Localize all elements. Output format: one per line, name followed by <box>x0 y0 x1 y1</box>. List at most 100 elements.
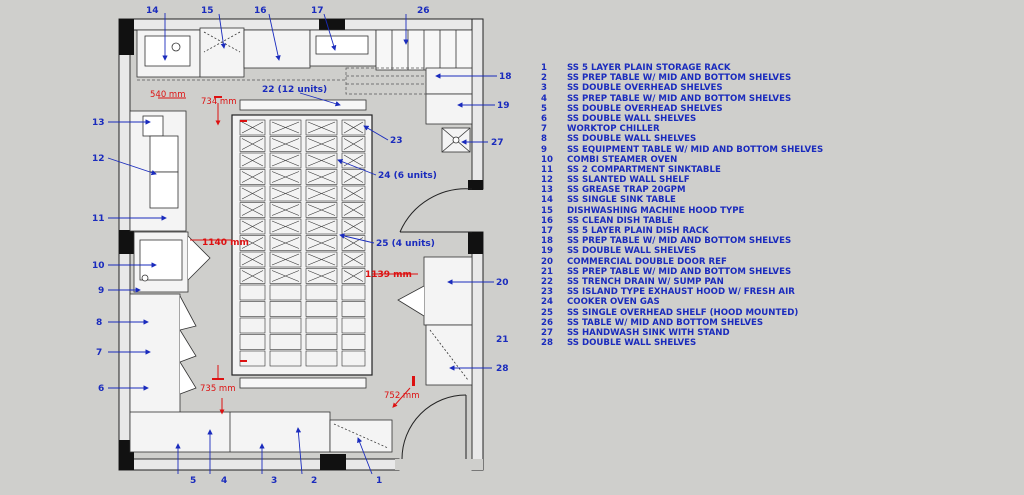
legend-item-label: SS SINGLE OVERHEAD SHELF (HOOD MOUNTED) <box>567 307 799 318</box>
callout-2: 2 <box>311 476 317 486</box>
callout-14: 14 <box>146 6 159 16</box>
burner-cell <box>305 136 338 152</box>
legend-item-label: COOKER OVEN GAS <box>567 297 660 308</box>
dim-1139: 1139 mm <box>365 270 412 280</box>
burner-grate <box>271 237 300 249</box>
legend-item-number: 22 <box>541 276 553 287</box>
legend-item-label: SS DOUBLE OVERHEAD SHELVES <box>567 83 723 94</box>
burner-cell <box>269 185 302 202</box>
structural-columns <box>119 19 483 470</box>
legend-item-number: 9 <box>541 144 547 155</box>
burner-cell <box>269 334 302 350</box>
legend-item-number: 10 <box>541 154 553 165</box>
burner-cell <box>341 235 366 251</box>
legend-item-number: 11 <box>541 164 553 175</box>
burner-cell <box>341 202 366 218</box>
legend-item-number: 6 <box>541 113 547 124</box>
burner-grate <box>307 171 336 183</box>
burner-cell <box>305 251 338 268</box>
burner-grate <box>343 121 364 134</box>
dim-1140: 1140 mm <box>202 238 249 248</box>
burner-cell <box>341 284 366 301</box>
dim-735: 735 mm <box>200 384 236 394</box>
callout-10: 10 <box>92 261 105 271</box>
callout-4: 4 <box>221 476 227 486</box>
dimension-lines <box>158 97 418 415</box>
burner-cell <box>305 119 338 136</box>
legend-item-number: 2 <box>541 73 547 84</box>
burner-cell <box>341 169 366 185</box>
burner-grate <box>241 187 264 200</box>
right-side-equipment <box>397 256 473 386</box>
legend-item-label: SS SLANTED WALL SHELF <box>567 175 690 186</box>
burner-cell <box>239 235 266 251</box>
burner-cell <box>239 284 266 301</box>
burner-cell <box>239 251 266 268</box>
burner-grate <box>271 270 300 282</box>
dimension-labels: 540 mm 734 mm 1140 mm 1139 mm 735 mm 752… <box>150 90 420 401</box>
callout-15: 15 <box>201 6 214 16</box>
legend-item-label: SS SINGLE SINK TABLE <box>567 195 676 206</box>
burner-grate <box>271 253 300 266</box>
burner-cell <box>269 136 302 152</box>
burner-cell <box>341 218 366 235</box>
callout-28: 28 <box>496 364 509 374</box>
callout-11: 11 <box>92 214 105 224</box>
door-swings <box>399 188 473 460</box>
burner-cell <box>239 334 266 350</box>
burner-grate <box>241 121 264 134</box>
legend-item-number: 8 <box>541 134 547 145</box>
legend-item-number: 27 <box>541 327 553 338</box>
burner-cell <box>341 334 366 350</box>
legend-item-label: SS PREP TABLE W/ MID AND BOTTOM SHELVES <box>567 73 792 84</box>
callout-27: 27 <box>491 138 504 148</box>
legend-item: 10 COMBI STEAMER OVEN <box>541 155 1011 165</box>
burner-cell <box>239 185 266 202</box>
burner-grate <box>307 138 336 150</box>
legend-item-label: SS EQUIPMENT TABLE W/ MID AND BOTTOM SHE… <box>567 144 824 155</box>
burner-grate <box>343 138 364 150</box>
legend-item-label: SS GREASE TRAP 20GPM <box>567 185 686 196</box>
legend-item: 11 SS 2 COMPARTMENT SINKTABLE <box>541 165 1011 175</box>
burner-cell <box>269 284 302 301</box>
burner-grate <box>307 121 336 134</box>
legend-item-label: SS CLEAN DISH TABLE <box>567 215 673 226</box>
legend-item-label: SS 2 COMPARTMENT SINKTABLE <box>567 164 721 175</box>
burner-grate <box>343 154 364 167</box>
legend-item-label: COMBI STEAMER OVEN <box>567 154 678 165</box>
burner-grate <box>343 270 364 282</box>
burner-grate <box>271 187 300 200</box>
legend-item-number: 26 <box>541 317 553 328</box>
burner-grate <box>343 204 364 216</box>
burner-grate <box>343 253 364 266</box>
callout-21: 21 <box>496 335 509 345</box>
burner-grate <box>307 204 336 216</box>
legend-item-label: WORKTOP CHILLER <box>567 124 660 135</box>
legend-item-number: 1 <box>541 63 547 73</box>
overhead-shelf-hatch <box>137 67 427 95</box>
dimension-ticks <box>212 96 415 386</box>
burner-grate <box>241 220 264 233</box>
callout-13: 13 <box>92 118 105 128</box>
burner-cell <box>341 251 366 268</box>
burner-cell <box>305 152 338 169</box>
burner-cell <box>341 136 366 152</box>
burner-grate <box>241 270 264 282</box>
callout-7: 7 <box>96 348 102 358</box>
